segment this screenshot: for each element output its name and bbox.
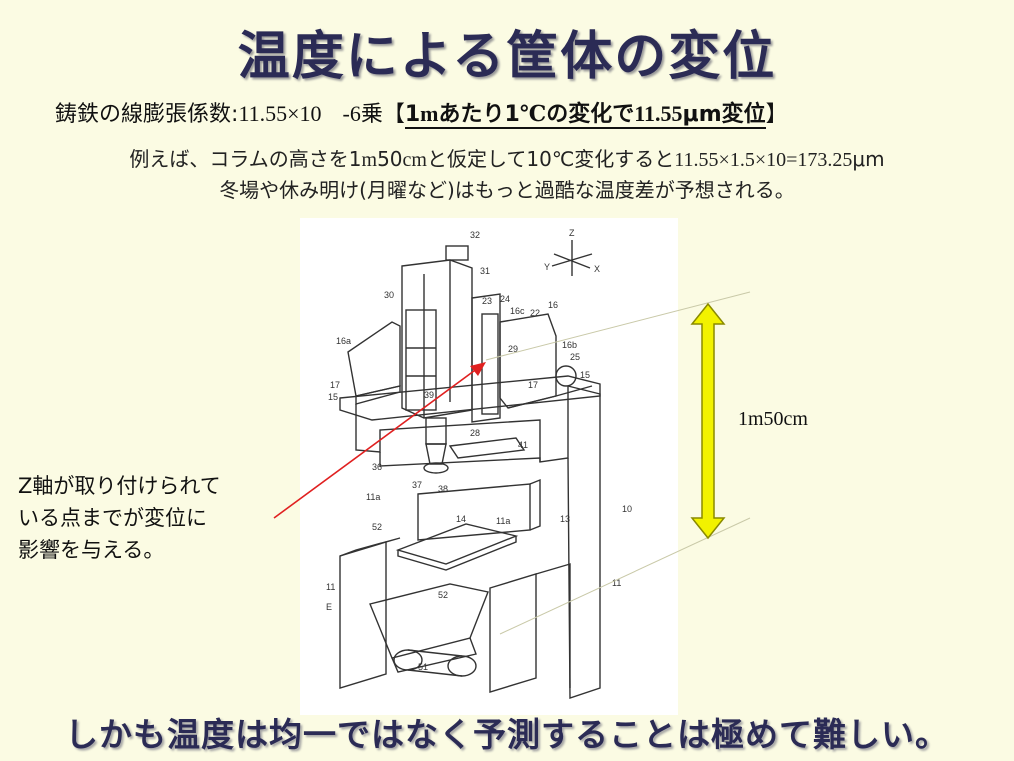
label-11-right: 11 — [612, 578, 621, 588]
callout-line-1: Z軸が取り付けられて — [18, 474, 221, 498]
label-25: 25 — [570, 352, 580, 362]
hl-part3: の変化で — [546, 102, 635, 127]
axis-z-label: Z — [569, 228, 575, 238]
label-10: 10 — [622, 504, 632, 514]
motor-cap — [445, 245, 469, 261]
label-38: 38 — [438, 484, 448, 494]
z-axis-callout: Z軸が取り付けられて いる点までが変位に 影響を与える。 — [18, 470, 221, 566]
hl-value: 11.55 — [634, 101, 683, 126]
label-22: 22 — [530, 308, 540, 318]
label-16a: 16a — [336, 336, 351, 346]
fixture-plate — [448, 437, 526, 459]
pointer-line — [273, 367, 479, 519]
example-line-1: 例えば、コラムの高さを1m50cmと仮定して10℃変化すると11.55×1.5×… — [0, 144, 1014, 175]
hl-part2: あたり1 — [438, 102, 520, 127]
label-51: 51 — [418, 662, 428, 672]
label-39: 39 — [424, 390, 434, 400]
dimension-double-arrow — [690, 302, 726, 540]
label-30: 30 — [384, 290, 394, 300]
z-rail — [471, 293, 501, 423]
label-36: 36 — [372, 462, 382, 472]
hl-part1: 1 — [404, 102, 421, 127]
work-table-edge — [397, 536, 517, 571]
label-16: 16 — [548, 300, 558, 310]
left-leg-top — [339, 537, 401, 557]
center-column-side — [529, 478, 541, 531]
slide-title: 温度による筐体の変位 — [237, 27, 777, 87]
axis-y-label: Y — [544, 262, 550, 272]
label-52b: 52 — [438, 590, 448, 600]
label-17a: 17 — [330, 380, 340, 390]
label-16c: 16c — [510, 306, 525, 316]
dimension-label: 1m50cm — [738, 408, 808, 430]
label-16b: 16b — [562, 340, 577, 350]
label-23: 23 — [482, 296, 492, 306]
left-cover — [347, 321, 401, 397]
axis-x-label: X — [594, 264, 600, 274]
label-E: E — [326, 602, 332, 612]
callout-line-3: 影響を与える。 — [18, 538, 165, 562]
label-11a-2: 11a — [496, 516, 510, 526]
right-leg-side — [535, 563, 571, 688]
coef-value: 11.55×10 — [238, 101, 322, 126]
label-28: 28 — [470, 428, 480, 438]
label-11a: 11a — [366, 492, 380, 502]
ex1-mid2: と仮定して10℃変化すると — [426, 147, 675, 171]
chip-pan — [369, 583, 489, 659]
frame-upper — [355, 386, 569, 463]
hl-unit: m — [420, 101, 439, 126]
right-leg — [489, 573, 537, 693]
ex1-formula: 11.55×1.5×10=173.25 — [674, 149, 853, 171]
ex1-prefix: 例えば、コラムの高さを1 — [129, 147, 362, 171]
label-13: 13 — [560, 514, 570, 524]
pointer-arrowhead — [470, 362, 486, 376]
coef-highlight: 1mあたり1℃の変化で11.55μm変位 — [404, 101, 766, 129]
slide-footer: しかも温度は均一ではなく予測することは極めて難しい。 — [65, 715, 949, 754]
label-31: 31 — [480, 266, 490, 276]
label-29: 29 — [508, 344, 518, 354]
example-line-2: 冬場や休み明け(月曜など)はもっと過酷な温度差が予想される。 — [219, 178, 795, 202]
expansion-coefficient-line: 鋳鉄の線膨張係数:11.55×10 -6乗【1mあたり1℃の変化で11.55μm… — [55, 96, 788, 129]
label-17b: 17 — [528, 380, 538, 390]
label-11-left: 11 — [326, 582, 335, 592]
label-41: 41 — [518, 440, 528, 450]
ex1-cm: cm — [402, 149, 427, 171]
callout-line-2: いる点までが変位に — [18, 506, 207, 530]
label-32: 32 — [470, 230, 480, 240]
label-15a: 15 — [328, 392, 338, 402]
machine-drawing: 32 31 30 23 24 16 16c 22 16a 29 16b 25 1… — [300, 218, 678, 715]
roller-link-top — [407, 649, 463, 657]
axis-x-line — [551, 253, 593, 267]
axis-y-line — [553, 253, 591, 269]
coef-label: 鋳鉄の線膨張係数 — [55, 102, 232, 127]
guide-line-top — [485, 291, 751, 361]
bracket-close: 】 — [765, 102, 788, 127]
motor-25 — [555, 365, 577, 387]
ex1-unit: μm — [852, 147, 885, 171]
hl-part4: μm変位 — [682, 102, 766, 127]
label-14: 14 — [456, 514, 466, 524]
label-15b: 15 — [580, 370, 590, 380]
spindle-head-edges — [423, 260, 451, 418]
bracket-open: 【 — [382, 102, 405, 127]
example-text: 例えば、コラムの高さを1m50cmと仮定して10℃変化すると11.55×1.5×… — [0, 144, 1014, 205]
label-24: 24 — [500, 294, 510, 304]
label-52a: 52 — [372, 522, 382, 532]
guide-line-bottom — [499, 517, 751, 635]
label-37: 37 — [412, 480, 422, 490]
hl-celsius: ℃ — [519, 101, 547, 126]
frame-crossbar — [379, 452, 541, 467]
roller-link-bottom — [407, 669, 463, 677]
ex1-mid1: 50 — [377, 147, 403, 171]
coef-colon: : — [231, 102, 239, 127]
coef-exponent: -6乗 — [342, 101, 383, 126]
ex1-m: m — [361, 149, 378, 171]
